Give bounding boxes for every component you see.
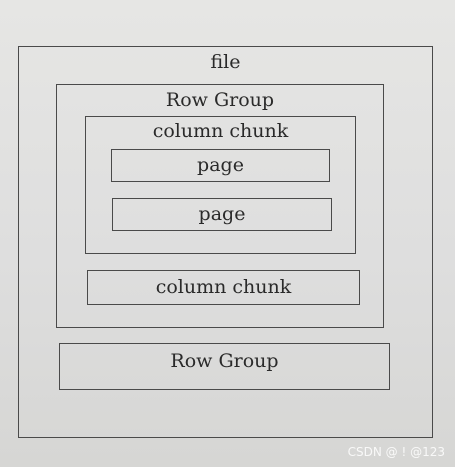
- row-group-label: Row Group: [165, 89, 275, 111]
- page-label: page: [197, 154, 244, 176]
- column-chunk-box: column chunk: [85, 116, 356, 254]
- watermark-text: CSDN @ ! @123: [347, 445, 445, 459]
- row-group-box: Row Group: [56, 84, 384, 328]
- page-box: page: [111, 149, 330, 182]
- column-chunk-label: column chunk: [155, 276, 292, 298]
- file-label: file: [210, 51, 241, 73]
- row-group-label: Row Group: [170, 350, 279, 372]
- column-chunk-box: column chunk: [87, 270, 360, 305]
- page-box: page: [112, 198, 332, 231]
- page-label: page: [198, 203, 246, 225]
- row-group-box: Row Group: [59, 343, 390, 390]
- column-chunk-label: column chunk: [152, 120, 289, 142]
- file-box: file: [18, 46, 433, 438]
